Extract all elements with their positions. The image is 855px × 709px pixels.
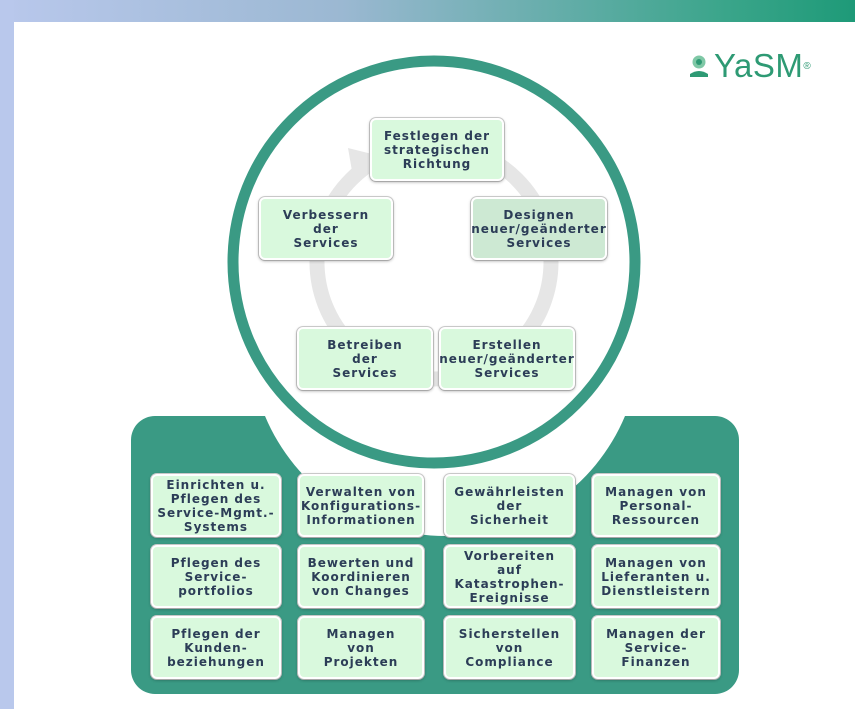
support-process-box: Managen von Lieferanten u. Dienstleister… [592, 545, 720, 608]
support-process-box: Verwalten von Konfigurations- Informatio… [298, 474, 424, 537]
support-base-shape [131, 416, 739, 694]
left-accent-bar [0, 0, 14, 709]
logo-icon [690, 55, 708, 77]
support-process-box: Managen von Projekten [298, 616, 424, 679]
logo-text: YaSM [714, 47, 804, 84]
support-process-box: Pflegen der Kunden- beziehungen [151, 616, 281, 679]
support-process-box: Vorbereiten auf Katastrophen- Ereignisse [444, 545, 575, 608]
support-process-box: Managen der Service- Finanzen [592, 616, 720, 679]
cycle-step-design: Designen neuer/geänderter Services [471, 197, 607, 260]
cycle-step-build: Erstellen neuer/geänderter Services [439, 327, 575, 390]
logo-registered-mark: ® [803, 60, 811, 72]
support-process-box: Managen von Personal- Ressourcen [592, 474, 720, 537]
support-process-box: Pflegen des Service- portfolios [151, 545, 281, 608]
cycle-arrow-head [348, 148, 372, 171]
cycle-step-improve: Verbessern der Services [259, 197, 393, 260]
support-process-box: Gewährleisten der Sicherheit [444, 474, 575, 537]
cycle-step-operate: Betreiben der Services [297, 327, 433, 390]
support-process-box: Sicherstellen von Compliance [444, 616, 575, 679]
top-gradient-bar [0, 0, 855, 22]
cycle-step-strategy: Festlegen der strategischen Richtung [370, 118, 504, 181]
yasm-logo: YaSM® [688, 48, 811, 84]
support-process-box: Bewerten und Koordinieren von Changes [298, 545, 424, 608]
support-process-box: Einrichten u. Pflegen des Service-Mgmt.-… [151, 474, 281, 537]
